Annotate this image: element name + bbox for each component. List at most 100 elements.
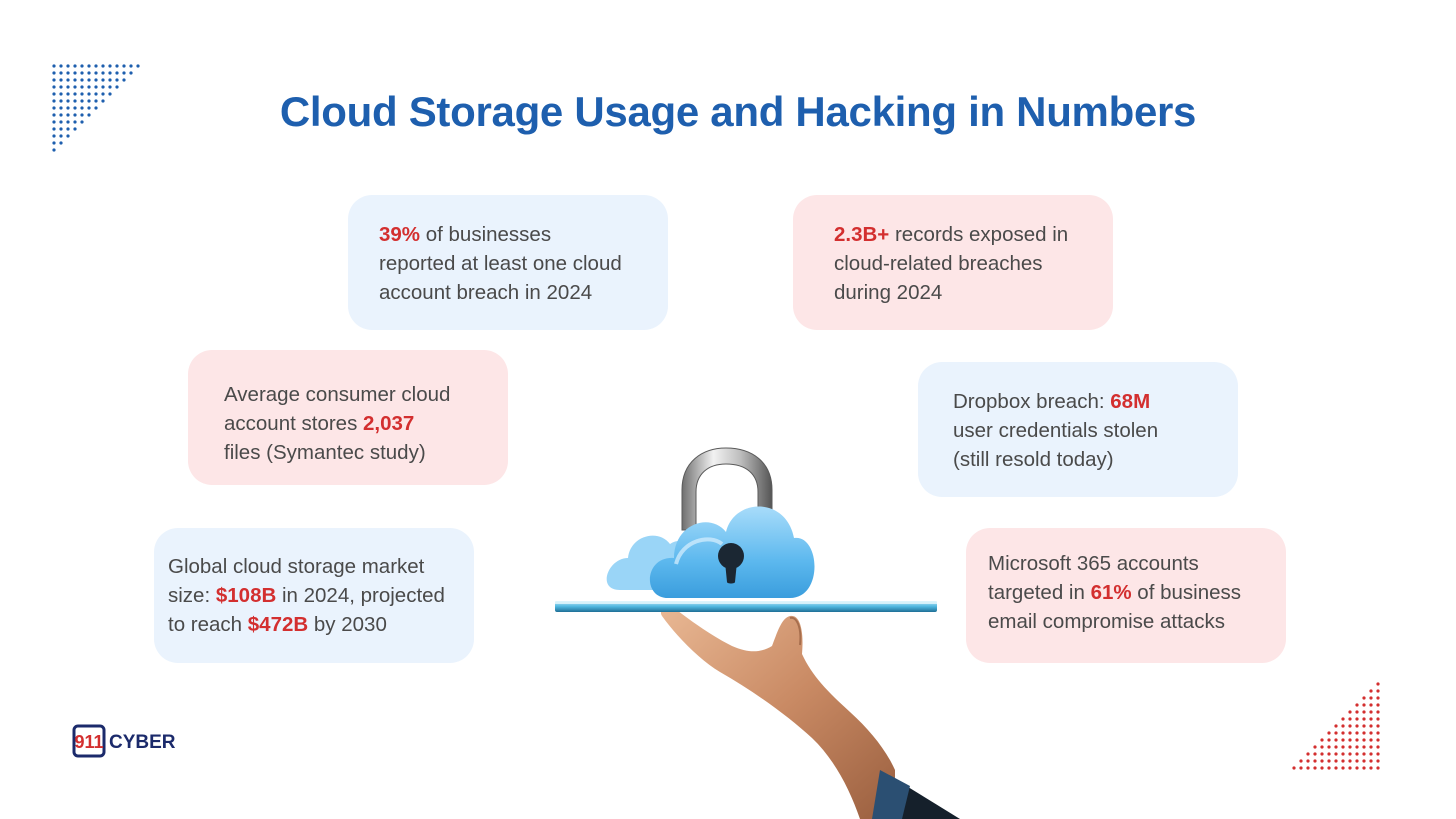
- decorative-dot: [1320, 738, 1324, 742]
- stat-line-2: account stores 2,037: [224, 409, 508, 438]
- decorative-dot: [1341, 759, 1345, 763]
- decorative-dot: [80, 78, 84, 82]
- decorative-dot: [1376, 766, 1380, 770]
- decorative-dot: [59, 71, 63, 75]
- decorative-dot: [52, 71, 56, 75]
- decorative-dot: [1334, 752, 1338, 756]
- stat-text: by 2030: [308, 613, 387, 636]
- decorative-dot: [66, 71, 70, 75]
- decorative-dot: [1320, 745, 1324, 749]
- decorative-dot: [1376, 752, 1380, 756]
- stat-highlight: 2,037: [363, 412, 415, 435]
- decorative-dot: [80, 120, 84, 124]
- stat-highlight: 68M: [1110, 390, 1151, 413]
- decorative-dot: [129, 71, 133, 75]
- decorative-dot: [59, 134, 63, 138]
- decorative-dot: [1327, 766, 1331, 770]
- decorative-dot: [52, 148, 56, 152]
- decorative-dot: [1313, 752, 1317, 756]
- decorative-dot: [1376, 745, 1380, 749]
- decorative-dot: [87, 64, 91, 68]
- decorative-dot: [66, 92, 70, 96]
- decorative-dot: [80, 113, 84, 117]
- stat-card-business-breach: 39% of businesses reported at least one …: [348, 195, 668, 330]
- logo-wordmark: CYBER: [109, 732, 176, 753]
- decorative-dot: [52, 141, 56, 145]
- decorative-dot: [1376, 759, 1380, 763]
- decorative-dot: [1327, 731, 1331, 735]
- decorative-dot: [108, 71, 112, 75]
- decorative-dot: [94, 92, 98, 96]
- decorative-dot: [52, 99, 56, 103]
- decorative-dot: [1348, 717, 1352, 721]
- stat-line-3: to reach $472B by 2030: [168, 610, 474, 639]
- decorative-dot: [1341, 766, 1345, 770]
- decorative-dot: [59, 113, 63, 117]
- stat-line-3: during 2024: [834, 281, 943, 304]
- decorative-dot: [87, 85, 91, 89]
- decorative-dot: [52, 120, 56, 124]
- decorative-dot: [1348, 766, 1352, 770]
- cloud-icon: [606, 506, 815, 598]
- decorative-dot: [66, 127, 70, 131]
- decorative-dot: [1369, 759, 1373, 763]
- decorative-dot: [1369, 710, 1373, 714]
- decorative-dot: [59, 141, 63, 145]
- decorative-dot: [1362, 703, 1366, 707]
- decorative-dot: [1327, 752, 1331, 756]
- decorative-dot: [1348, 738, 1352, 742]
- stat-card-records-exposed: 2.3B+ records exposed in cloud-related b…: [793, 195, 1113, 330]
- decorative-dot: [1362, 731, 1366, 735]
- decorative-dot: [66, 106, 70, 110]
- decorative-dot: [73, 106, 77, 110]
- decorative-dot: [1362, 738, 1366, 742]
- decorative-dot: [1376, 682, 1380, 686]
- decorative-dot: [108, 78, 112, 82]
- cloud-lock-illustration: [555, 447, 960, 819]
- stat-highlight: 61%: [1090, 581, 1132, 604]
- decorative-dot: [1376, 724, 1380, 728]
- decorative-dot: [1348, 745, 1352, 749]
- decorative-dot: [66, 85, 70, 89]
- stat-line-2: cloud-related breaches: [834, 252, 1043, 275]
- decorative-dot: [1348, 759, 1352, 763]
- decorative-dot: [80, 71, 84, 75]
- decorative-dot: [101, 64, 105, 68]
- decorative-dot: [1313, 766, 1317, 770]
- decorative-dot: [52, 134, 56, 138]
- decorative-dot: [52, 85, 56, 89]
- decorative-dot: [1334, 731, 1338, 735]
- stat-text: in 2024, projected: [276, 584, 445, 607]
- decorative-dot: [1299, 766, 1303, 770]
- logo-number: 911: [74, 732, 103, 752]
- decorative-dot: [66, 78, 70, 82]
- decorative-dot: [52, 92, 56, 96]
- brand-logo: 911 CYBER: [72, 724, 176, 758]
- decorative-dot: [1355, 703, 1359, 707]
- decorative-dot: [1313, 745, 1317, 749]
- decorative-dot: [59, 127, 63, 131]
- decorative-dot: [1362, 724, 1366, 728]
- stat-line-3: email compromise attacks: [988, 610, 1225, 633]
- decorative-dot: [52, 78, 56, 82]
- decorative-dot: [94, 64, 98, 68]
- decorative-dot: [1355, 745, 1359, 749]
- decorative-dot: [1369, 731, 1373, 735]
- decorative-dot: [1348, 724, 1352, 728]
- stat-line-1: Microsoft 365 accounts: [988, 552, 1199, 575]
- decorative-dot: [1369, 745, 1373, 749]
- decorative-dot: [1348, 752, 1352, 756]
- decorative-dot: [129, 64, 133, 68]
- stat-highlight: $472B: [247, 613, 309, 636]
- decorative-dot: [73, 113, 77, 117]
- decorative-dot: [66, 64, 70, 68]
- decorative-dot: [108, 92, 112, 96]
- decorative-dot: [108, 85, 112, 89]
- decorative-dot: [1327, 759, 1331, 763]
- decorative-dot: [1369, 752, 1373, 756]
- decorative-dot: [59, 99, 63, 103]
- decorative-dot: [59, 106, 63, 110]
- decorative-dot: [94, 85, 98, 89]
- decorative-dot: [1362, 766, 1366, 770]
- decorative-dot: [1369, 696, 1373, 700]
